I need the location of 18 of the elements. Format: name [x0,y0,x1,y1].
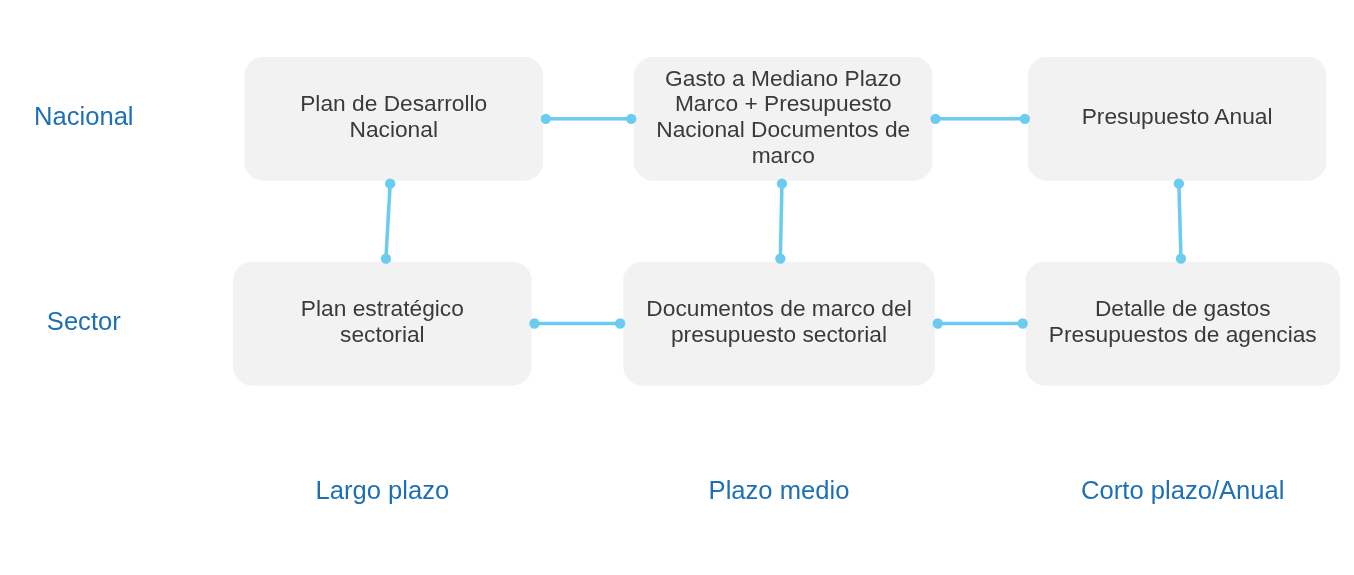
label: Nacional [34,101,134,130]
label: Corto plazo/Anual [1081,475,1285,504]
node-box: Gasto a Mediano Plazo Marco + Presupuesto Nacional Documentos de marco [634,56,933,181]
node-box: Plan de Desarrollo Nacional [244,56,543,181]
label: Plazo medio [708,475,850,504]
node-box: Plan estratégico sectorial [233,261,532,385]
connector [932,317,1028,329]
connector [775,178,788,264]
connector [540,113,637,124]
connector [529,317,626,329]
node-box: Documentos de marco del presupuesto sectorial [623,261,935,385]
connector [1173,178,1187,264]
node-box: Detalle de gastos Presupuestos de agencias [1025,261,1340,385]
node-box: Presupuesto Anual [1027,56,1327,181]
label: Sector [46,306,121,335]
connector [380,178,396,264]
label: Largo plazo [315,475,450,504]
connector [930,113,1031,124]
